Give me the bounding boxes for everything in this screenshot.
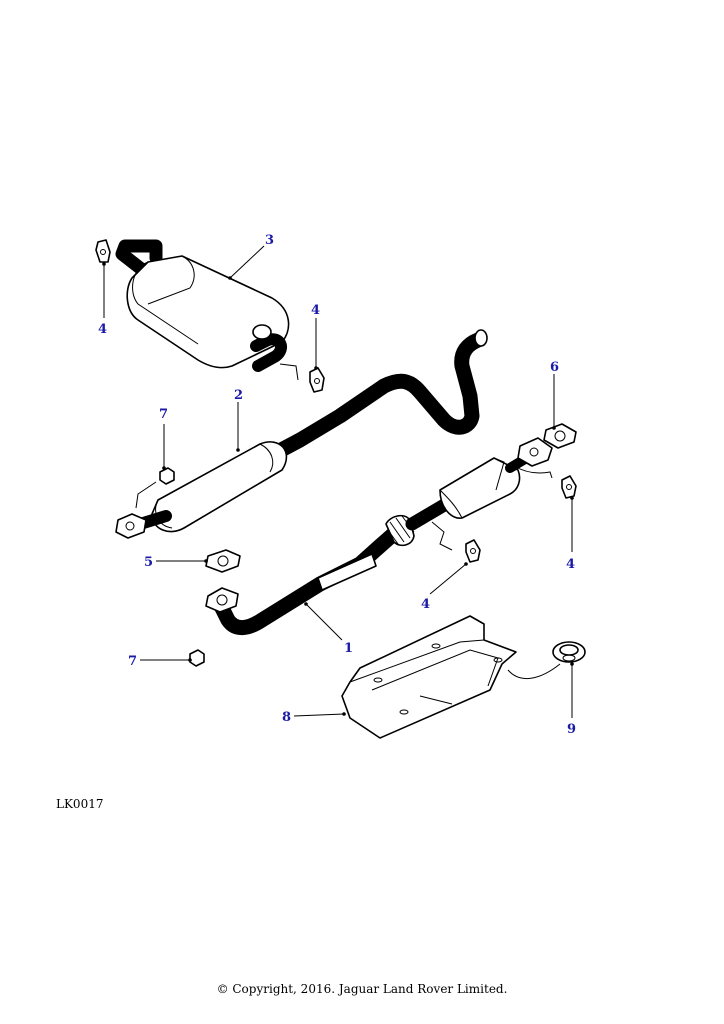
leader-lines <box>102 245 574 718</box>
callout-6: 6 <box>550 360 559 375</box>
callout-7-upper: 7 <box>159 407 168 422</box>
mounting-rubbers <box>95 239 577 563</box>
callout-2: 2 <box>234 388 243 403</box>
callout-9: 9 <box>567 722 576 737</box>
copyright-notice: © Copyright, 2016. Jaguar Land Rover Lim… <box>216 982 508 996</box>
front-pipe-and-catalyst <box>205 437 553 635</box>
rear-silencer <box>115 239 299 381</box>
heat-shield-fixing <box>552 641 586 663</box>
callout-1: 1 <box>344 641 353 656</box>
callout-3: 3 <box>265 233 274 248</box>
intermediate-pipe-and-silencer <box>115 329 488 539</box>
callout-4-lower: 4 <box>421 597 430 612</box>
heat-shield <box>341 615 561 739</box>
callout-4-right: 4 <box>566 557 575 572</box>
callout-5: 5 <box>144 555 153 570</box>
callout-4-upper-left: 4 <box>98 322 107 337</box>
callout-labels: 3 4 4 2 7 6 4 4 5 1 7 8 9 <box>98 233 576 737</box>
nuts <box>159 467 205 667</box>
gaskets <box>205 423 577 573</box>
callout-8: 8 <box>282 710 291 725</box>
drawing-code: LK0017 <box>56 797 104 811</box>
callout-7-lower: 7 <box>128 654 137 669</box>
callout-4-upper-mid: 4 <box>311 303 320 318</box>
